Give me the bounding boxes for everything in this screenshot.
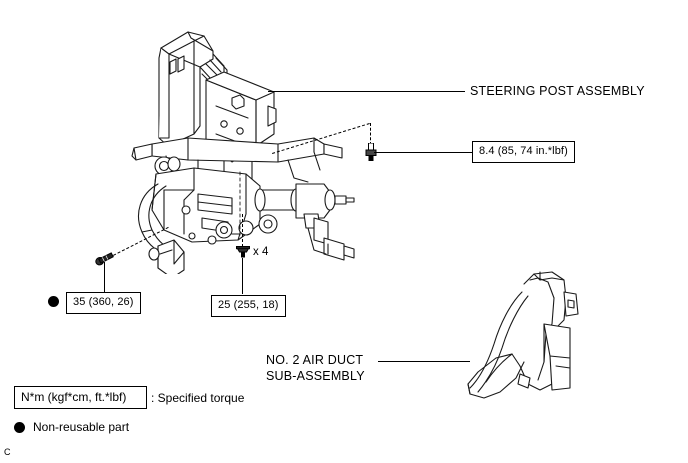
callout-no2-air-duct-line1: NO. 2 AIR DUCT xyxy=(266,353,364,367)
steering-post-assembly-illustration xyxy=(128,14,378,274)
legend-non-reusable-label: Non-reusable part xyxy=(33,420,130,434)
non-reusable-dot-legend xyxy=(14,421,25,433)
legend-torque-meaning: : Specified torque xyxy=(151,390,245,405)
dashed-leader-x4-vertical xyxy=(242,214,243,247)
legend-torque-unit-box: N*m (kgf*cm, ft.*lbf) xyxy=(14,386,147,409)
leader-line-steering-post xyxy=(268,91,465,92)
leader-line-no2-air-duct xyxy=(378,361,470,362)
callout-steering-post-assembly: STEERING POST ASSEMBLY xyxy=(470,84,645,98)
no2-air-duct-illustration xyxy=(460,258,650,403)
dashed-leader-8-4-vertical xyxy=(370,123,371,145)
callout-no2-air-duct-line2: SUB-ASSEMBLY xyxy=(266,369,365,383)
legend-specified-torque: N*m (kgf*cm, ft.*lbf) : Specified torque xyxy=(14,386,244,409)
leader-line-8-4-box xyxy=(374,152,472,153)
bolt-quantity-x4: x 4 xyxy=(253,246,269,258)
nut-icon-x4 xyxy=(236,245,250,258)
torque-label-8-4: 8.4 (85, 74 in.*lbf) xyxy=(472,141,575,163)
page-corner-letter: C xyxy=(4,447,11,457)
bolt-icon-8-4 xyxy=(364,143,378,161)
torque-label-25: 25 (255, 18) xyxy=(211,295,286,317)
leader-line-25-vertical xyxy=(242,258,243,294)
torque-label-35: 35 (360, 26) xyxy=(66,292,141,314)
non-reusable-dot-35 xyxy=(48,296,59,307)
bolt-icon-35 xyxy=(95,250,117,266)
legend-non-reusable: Non-reusable part xyxy=(14,420,129,434)
leader-line-35-vertical xyxy=(104,262,105,292)
